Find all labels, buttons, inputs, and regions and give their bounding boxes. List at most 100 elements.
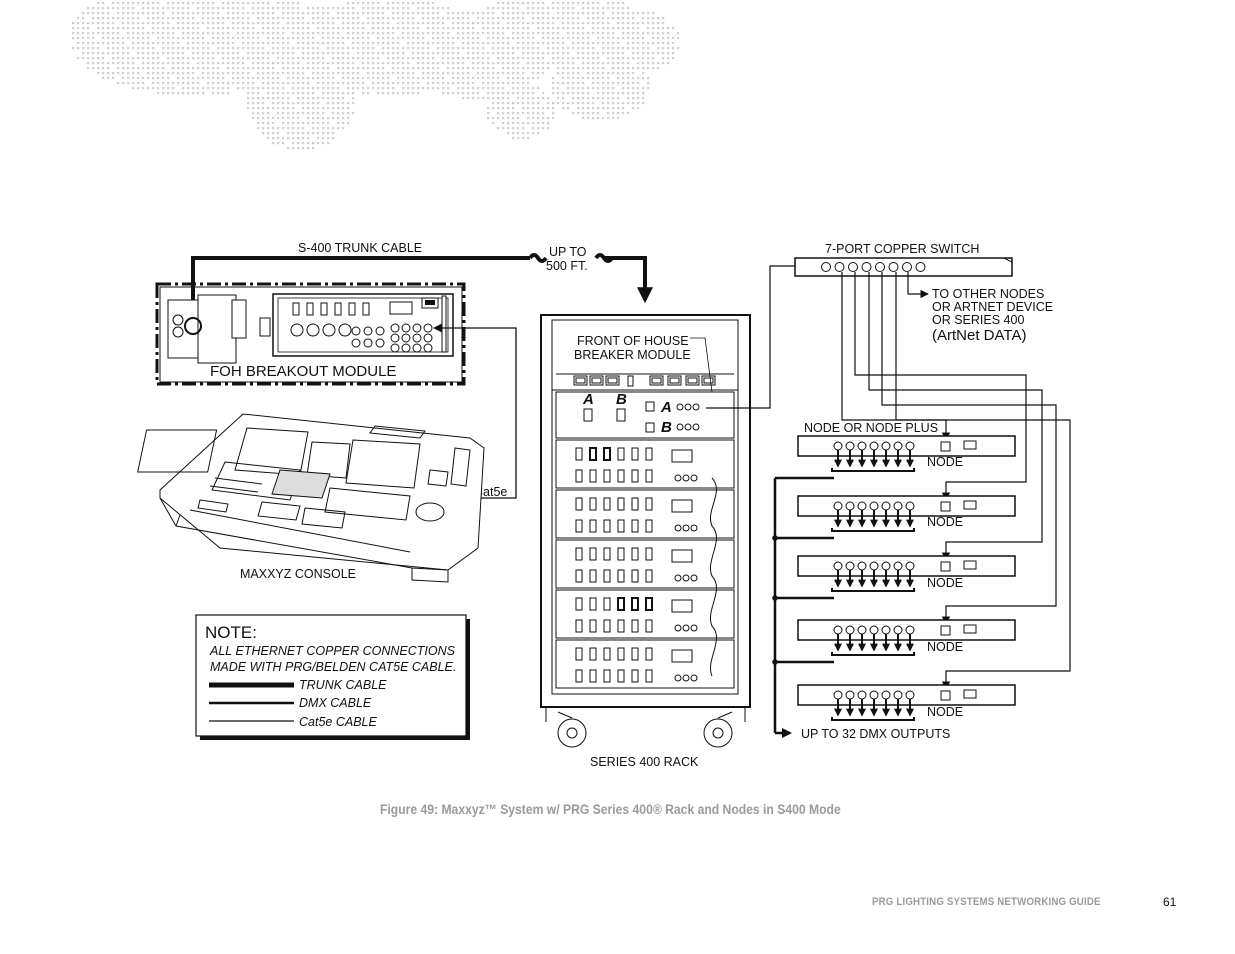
map-dots (72, 2, 680, 150)
node-ethernet-port (940, 441, 951, 452)
rack-port-b-label: B (616, 391, 627, 408)
foh-slot (348, 302, 356, 316)
dmx-bracket (831, 652, 915, 656)
module-display (671, 549, 693, 563)
module-display (671, 449, 693, 463)
foh-slot (292, 302, 300, 316)
rack-to-switch-cable (706, 265, 818, 409)
figure-caption: Figure 49: Maxxyz™ System w/ PRG Series … (380, 802, 841, 817)
foh-jack (412, 323, 422, 333)
data-jack-b (684, 423, 692, 431)
switch-port (875, 262, 885, 272)
rack-port-a-label: A (582, 391, 594, 408)
dmx-outputs-label: UP TO 32 DMX OUTPUTS (801, 727, 950, 741)
foh-jack (423, 343, 433, 353)
node-ethernet-port (940, 625, 951, 636)
breaker-switch (573, 375, 588, 386)
foh-jack (401, 333, 411, 343)
foh-jack (401, 323, 411, 333)
switch-port (902, 262, 912, 272)
module-jack (682, 624, 690, 632)
foh-connector (338, 323, 352, 337)
foh-breaker-label-1: FRONT OF HOUSE (577, 334, 689, 348)
artnet-data-label: (ArtNet DATA) (932, 327, 1026, 344)
foh-connector (290, 323, 304, 337)
module-jack (674, 574, 682, 582)
breaker-switch (685, 375, 700, 386)
foh-jack (423, 323, 433, 333)
world-map-decoration (72, 2, 680, 150)
node-display (963, 624, 977, 634)
module-jack (690, 624, 698, 632)
distance-label-2: 500 FT. (546, 259, 588, 273)
data-jack-a (676, 403, 684, 411)
dimmer-module (555, 439, 735, 489)
trunk-cable-label: S-400 TRUNK CABLE (298, 241, 422, 255)
breaker-switch (589, 375, 604, 386)
legend-trunk-cable: TRUNK CABLE (299, 678, 387, 692)
node-ethernet-port (940, 690, 951, 701)
dmx-output-bus (773, 476, 834, 738)
foh-jack (412, 343, 422, 353)
dimmer-module (555, 589, 735, 639)
foh-slot (320, 302, 328, 316)
rack-label: SERIES 400 RACK (590, 755, 699, 769)
legend-cat5e-cable: Cat5e CABLE (299, 715, 377, 729)
dmx-bracket (831, 468, 915, 472)
foh-knob (351, 326, 361, 336)
foh-jack (401, 343, 411, 353)
data-jack-b (676, 423, 684, 431)
foh-knob (351, 338, 361, 348)
foh-module-label: FOH BREAKOUT MODULE (210, 363, 396, 380)
footer-guide-title: PRG LIGHTING SYSTEMS NETWORKING GUIDE (872, 896, 1101, 908)
foh-connector (306, 323, 320, 337)
module-jack (674, 624, 682, 632)
switch-run (881, 272, 1057, 625)
breaker-switch (701, 375, 716, 386)
node-display (963, 440, 977, 450)
foh-knob (363, 338, 373, 348)
node-label-5: NODE (927, 705, 963, 719)
switch-run (854, 272, 1027, 501)
node-display (963, 560, 977, 570)
switch-out-arrow (907, 272, 929, 299)
rack-data-b-label: B (661, 419, 672, 436)
switch-port (915, 262, 926, 272)
foh-knob (363, 326, 373, 336)
module-jack (690, 574, 698, 582)
module-jack (682, 574, 690, 582)
foh-jack (390, 343, 400, 353)
data-jack-a (692, 403, 700, 411)
foh-jack (423, 333, 433, 343)
bus-junction (772, 595, 778, 601)
module-jack (682, 674, 690, 682)
switch-run (841, 272, 951, 441)
breaker-leader-line (690, 337, 713, 393)
switch-run (868, 272, 1043, 561)
node-label-1: NODE (927, 455, 963, 469)
rack-data-a-label: A (660, 399, 672, 416)
breaker-switch (605, 375, 620, 386)
node-label-4: NODE (927, 640, 963, 654)
switch-to-node-cables (841, 272, 1071, 690)
switch-port (834, 262, 845, 272)
other-nodes-label-2: OR ARTNET DEVICE (932, 300, 1053, 314)
page-number: 61 (1163, 895, 1177, 909)
nodes-group (797, 435, 1016, 721)
node-display (963, 500, 977, 510)
cat5e-console-cable (433, 323, 517, 499)
data-jack-b (692, 423, 700, 431)
legend-dmx-cable: DMX CABLE (299, 696, 372, 710)
distance-label-1: UP TO (549, 245, 587, 259)
module-jack (674, 524, 682, 532)
bus-junction (772, 659, 778, 665)
module-jack (682, 524, 690, 532)
breaker-switch (667, 375, 682, 386)
foh-knob (375, 326, 385, 336)
node-ethernet-port (940, 501, 951, 512)
foh-jack (412, 333, 422, 343)
console-label: MAXXYZ CONSOLE (240, 567, 356, 581)
dimmer-module (555, 489, 735, 539)
switch-run (895, 272, 1071, 690)
